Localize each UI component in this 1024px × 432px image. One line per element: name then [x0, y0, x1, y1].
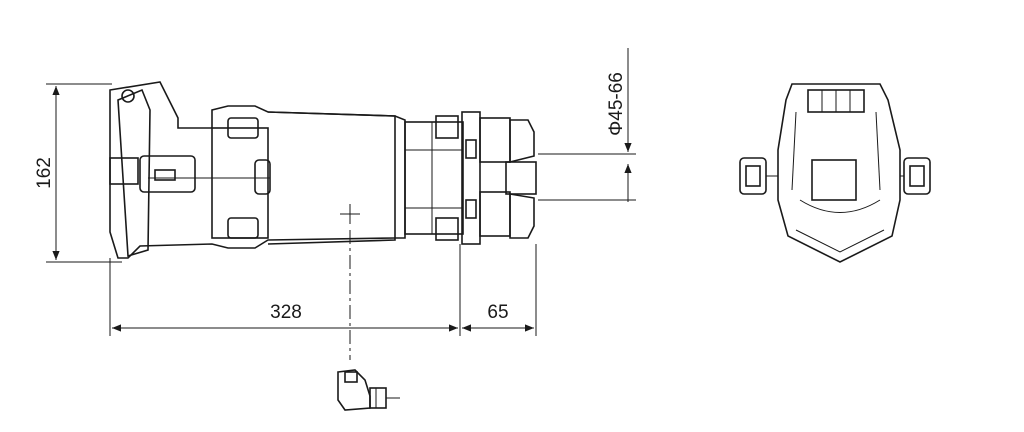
dim-height: 162	[34, 83, 122, 263]
side-stud	[254, 159, 271, 195]
dim-plug-extension: 65	[462, 244, 537, 336]
lid-outline	[117, 88, 151, 258]
dim-cable-diameter: Φ45-66	[538, 48, 636, 202]
dim-overall-length: 328	[109, 244, 461, 336]
front-view	[739, 83, 931, 263]
lid-hinge	[121, 89, 135, 103]
left-clamp	[739, 157, 767, 195]
front-window	[811, 159, 857, 201]
body-section	[211, 127, 269, 239]
overall-length-label: 328	[270, 302, 302, 323]
plug-extension-label: 65	[487, 302, 508, 323]
latch-slot	[154, 169, 176, 181]
side-view	[109, 81, 537, 259]
cable-gland	[404, 111, 537, 245]
latch-bracket	[139, 155, 196, 193]
rear-body	[267, 111, 396, 245]
cable-diameter-label: Φ45-66	[606, 72, 627, 136]
connector-detail	[337, 369, 400, 411]
latch	[109, 157, 139, 185]
right-clamp	[903, 157, 931, 195]
front-outline	[777, 83, 901, 263]
screw-boss-top	[227, 117, 259, 139]
screw-boss-bottom	[227, 217, 259, 239]
height-label: 162	[34, 157, 55, 189]
